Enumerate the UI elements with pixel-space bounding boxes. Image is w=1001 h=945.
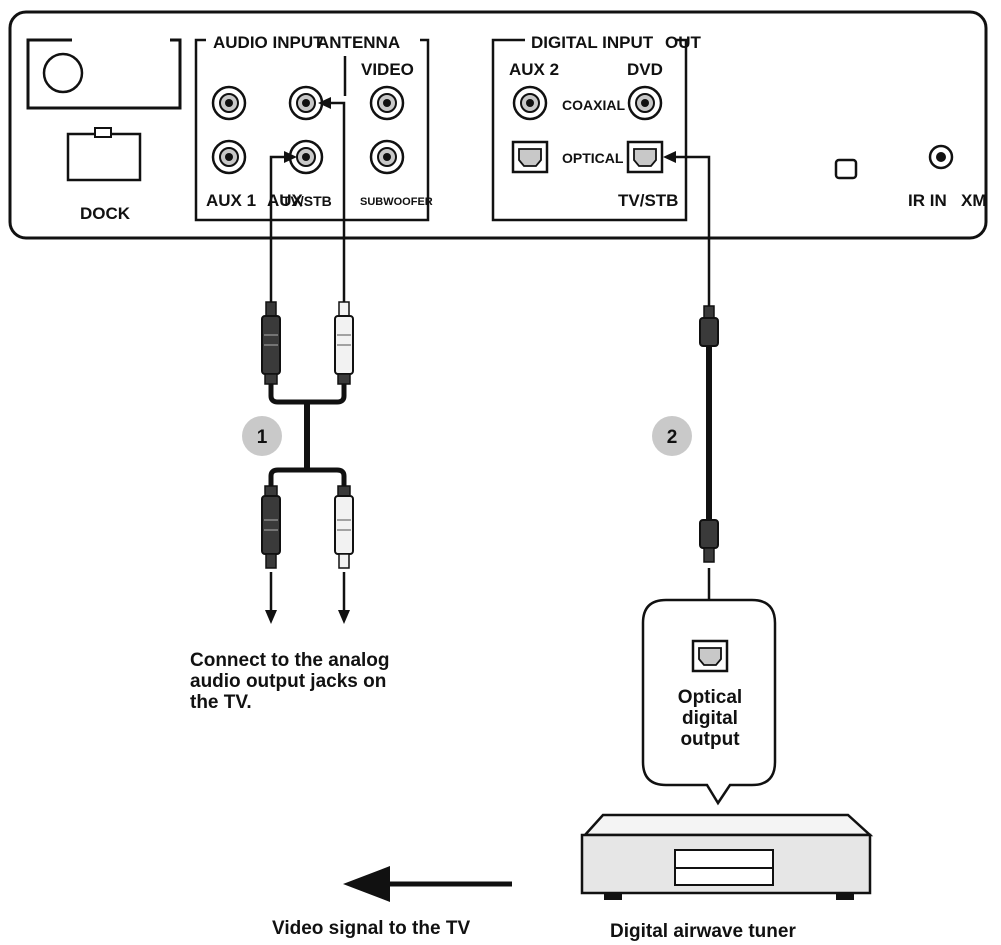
aux2-label: AUX 2: [509, 60, 559, 79]
rca-plug-dark-top: [261, 301, 281, 385]
step-1-number: 1: [257, 427, 268, 448]
coax-jack-aux2[interactable]: [512, 85, 548, 121]
arrow-left-icon: [343, 866, 390, 902]
jack-subwoofer[interactable]: [369, 139, 405, 175]
audio-input-box: [194, 38, 430, 222]
rca-plug-dark-bottom: [261, 485, 281, 569]
coaxial-label: COAXIAL: [562, 97, 625, 113]
optical-output-callout: [641, 598, 777, 806]
audio-input-title: AUDIO INPUT: [213, 33, 324, 52]
step-2-number: 2: [667, 427, 678, 448]
optical-label: OPTICAL: [562, 150, 624, 166]
rca-plug-light-top: [334, 301, 354, 385]
analog-caption-line1: Connect to the analog: [190, 650, 390, 671]
arrow-down-icon: [338, 610, 350, 624]
jack-tvstb-bottom[interactable]: [288, 139, 324, 175]
analog-caption-line3: the TV.: [190, 692, 252, 713]
tvstb-label: TV/STB: [282, 193, 332, 209]
audio-jacks: [211, 85, 405, 175]
optical-port-aux2[interactable]: [511, 140, 549, 174]
arrow-down-icon: [265, 610, 277, 624]
video-signal-arrow: [343, 866, 512, 902]
aux1-label: AUX 1: [206, 191, 256, 210]
step-1-badge: 1: [242, 416, 282, 456]
video-signal-caption: Video signal to the TV: [272, 918, 470, 939]
step-2-badge: 2: [652, 416, 692, 456]
tuner-device-icon: [580, 813, 874, 900]
ir-in-jack[interactable]: [928, 144, 954, 170]
round-port-icon: [42, 52, 84, 94]
subwoofer-label: SUBWOOFER: [360, 196, 433, 208]
analog-y-cable: [261, 97, 354, 624]
dvd-label: DVD: [627, 60, 663, 79]
jack-tvstb-top[interactable]: [288, 85, 324, 121]
analog-caption-line2: audio output jacks on: [190, 671, 386, 692]
digital-input-box: [491, 38, 688, 222]
optical-cable: [663, 151, 719, 626]
rca-plug-light-bottom: [334, 485, 354, 569]
optical-plug-bottom: [699, 519, 719, 563]
optical-port-tvstb[interactable]: [626, 140, 664, 174]
optical-output-port-icon: [691, 639, 729, 673]
tuner-caption: Digital airwave tuner: [610, 921, 796, 942]
square-port-icon: [834, 158, 858, 180]
video-label: VIDEO: [361, 60, 414, 79]
dock-label: DOCK: [80, 204, 131, 223]
ir-in-label: IR IN: [908, 191, 947, 210]
digital-tvstb-label: TV/STB: [618, 191, 678, 210]
out-label: OUT: [665, 33, 702, 52]
optical-plug-top: [699, 305, 719, 347]
optical-caption-line3: output: [680, 729, 740, 750]
power-bracket: [26, 38, 182, 110]
jack-video-top[interactable]: [369, 85, 405, 121]
optical-caption-line2: digital: [682, 708, 738, 729]
jack-aux1-top[interactable]: [211, 85, 247, 121]
dock-port-icon: [66, 132, 142, 182]
antenna-label: ANTENNA: [317, 33, 400, 52]
coax-jack-dvd[interactable]: [627, 85, 663, 121]
jack-aux1-bottom[interactable]: [211, 139, 247, 175]
dock-port-notch: [94, 127, 112, 138]
optical-caption-line1: Optical: [678, 687, 742, 708]
rear-panel: [8, 10, 988, 240]
aux-label: AUX: [267, 191, 304, 210]
xm-label: XM: [961, 191, 987, 210]
digital-input-title: DIGITAL INPUT: [531, 33, 654, 52]
